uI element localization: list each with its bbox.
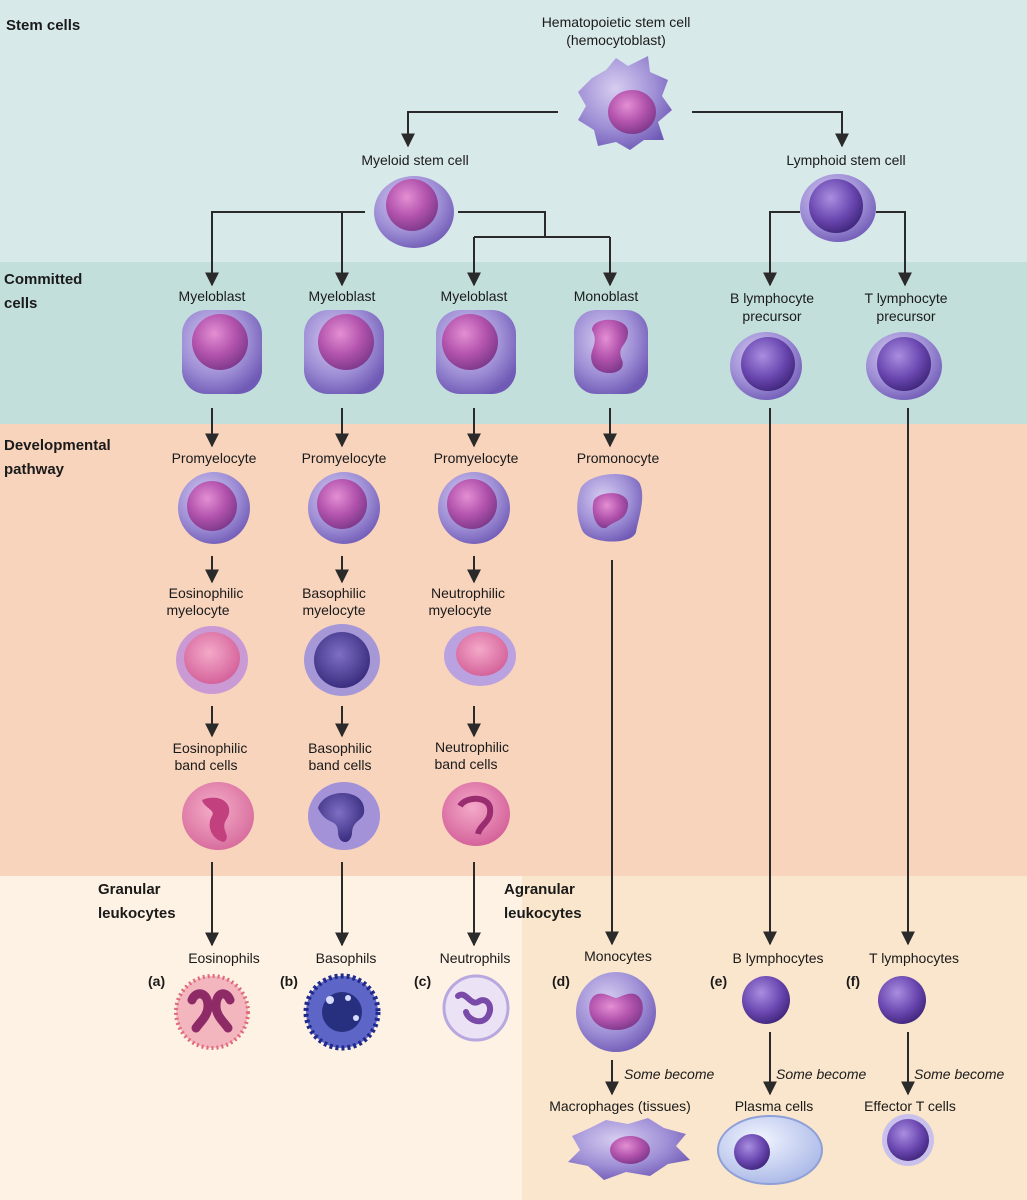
section-label-stem-cells: Stem cells	[6, 17, 80, 34]
some-become-note: Some become	[776, 1066, 866, 1082]
neutrophilic-myelocyte-cell	[444, 626, 516, 686]
monoblast-cell	[574, 310, 648, 394]
myeloblast-label: Myeloblast	[179, 288, 246, 304]
t-precursor-label: T lymphocyte	[865, 290, 948, 306]
neutrophils-label: Neutrophils	[440, 950, 511, 966]
eosinophilic-band-cell	[182, 782, 254, 850]
myeloblast-label: Myeloblast	[309, 288, 376, 304]
stem-cells-band	[0, 0, 1027, 262]
some-become-note: Some become	[624, 1066, 714, 1082]
tag-c: (c)	[414, 973, 431, 989]
macrophages-label: Macrophages (tissues)	[549, 1098, 691, 1114]
t-lymphocyte-cell	[878, 976, 926, 1024]
monoblast-label: Monoblast	[574, 288, 639, 304]
basophilic-band-cell	[308, 782, 380, 850]
myeloblast-cell	[182, 310, 262, 394]
myeloid-stem-cell-label: Myeloid stem cell	[361, 152, 468, 168]
tag-e: (e)	[710, 973, 727, 989]
section-label-committed: cells	[4, 295, 37, 312]
section-label-granular: Granular	[98, 881, 161, 898]
tag-d: (d)	[552, 973, 570, 989]
promyelocyte-cell	[438, 472, 510, 544]
promyelocyte-label: Promyelocyte	[172, 450, 257, 466]
hsc-label: (hemocytoblast)	[566, 32, 666, 48]
eosinophilic-band-label: band cells	[174, 757, 237, 773]
some-become-note: Some become	[914, 1066, 1004, 1082]
t-lymphocyte-precursor-cell	[866, 332, 942, 400]
hematopoietic-stem-cell	[578, 56, 672, 150]
basophilic-myelocyte-label: Basophilic	[302, 585, 366, 601]
b-lymphocyte-precursor-cell	[730, 332, 802, 400]
promonocyte-label: Promonocyte	[577, 450, 660, 466]
granular-leukocytes-band	[0, 876, 522, 1200]
connector-lines	[205, 111, 915, 1096]
plasma-cells-label: Plasma cells	[735, 1098, 814, 1114]
effector-t-cell	[882, 1114, 934, 1166]
b-lymphocytes-label: B lymphocytes	[732, 950, 823, 966]
b-precursor-label: B lymphocyte	[730, 290, 814, 306]
section-label-agranular: Agranular	[504, 881, 575, 898]
neutrophilic-band-cell	[442, 782, 510, 846]
myeloid-stem-cell	[374, 176, 454, 248]
neutrophilic-band-label: Neutrophilic	[435, 739, 509, 755]
neutrophilic-myelocyte-label: myelocyte	[428, 602, 491, 618]
section-label-developmental: Developmental	[4, 437, 111, 454]
monocytes-label: Monocytes	[584, 948, 652, 964]
t-precursor-label: precursor	[876, 308, 935, 324]
tag-a: (a)	[148, 973, 165, 989]
neutrophil-cell	[442, 974, 510, 1042]
promyelocyte-label: Promyelocyte	[302, 450, 387, 466]
basophilic-band-label: Basophilic	[308, 740, 372, 756]
b-precursor-label: precursor	[742, 308, 801, 324]
plasma-cell	[717, 1115, 823, 1185]
basophils-label: Basophils	[316, 950, 377, 966]
neutrophilic-band-label: band cells	[434, 756, 497, 772]
tag-b: (b)	[280, 973, 298, 989]
tag-f: (f)	[846, 973, 860, 989]
lymphoid-stem-cell-label: Lymphoid stem cell	[786, 152, 905, 168]
effector-t-cells-label: Effector T cells	[864, 1098, 956, 1114]
eosinophils-label: Eosinophils	[188, 950, 260, 966]
basophilic-band-label: band cells	[308, 757, 371, 773]
b-lymphocyte-cell	[742, 976, 790, 1024]
myeloblast-cell	[304, 310, 384, 394]
section-label-committed: Committed	[4, 271, 82, 288]
eosinophilic-myelocyte-label: Eosinophilic	[169, 585, 244, 601]
eosinophilic-myelocyte-cell	[176, 626, 248, 694]
eosinophilic-myelocyte-label: myelocyte	[166, 602, 229, 618]
macrophage-cell	[568, 1118, 690, 1180]
myeloblast-cell	[436, 310, 516, 394]
section-label-developmental: pathway	[4, 461, 65, 478]
hsc-label: Hematopoietic stem cell	[542, 14, 691, 30]
eosinophil-cell	[174, 974, 250, 1050]
myeloblast-label: Myeloblast	[441, 288, 508, 304]
promyelocyte-label: Promyelocyte	[434, 450, 519, 466]
section-label-agranular: leukocytes	[504, 905, 582, 922]
section-label-granular: leukocytes	[98, 905, 176, 922]
t-lymphocytes-label: T lymphocytes	[869, 950, 959, 966]
basophil-cell	[303, 973, 381, 1051]
basophilic-myelocyte-cell	[304, 624, 380, 696]
neutrophilic-myelocyte-label: Neutrophilic	[431, 585, 505, 601]
monocyte-cell	[576, 972, 656, 1052]
promonocyte-cell	[577, 473, 643, 542]
promyelocyte-cell	[308, 472, 380, 544]
lymphoid-stem-cell	[800, 174, 876, 242]
basophilic-myelocyte-label: myelocyte	[302, 602, 365, 618]
promyelocyte-cell	[178, 472, 250, 544]
eosinophilic-band-label: Eosinophilic	[173, 740, 248, 756]
